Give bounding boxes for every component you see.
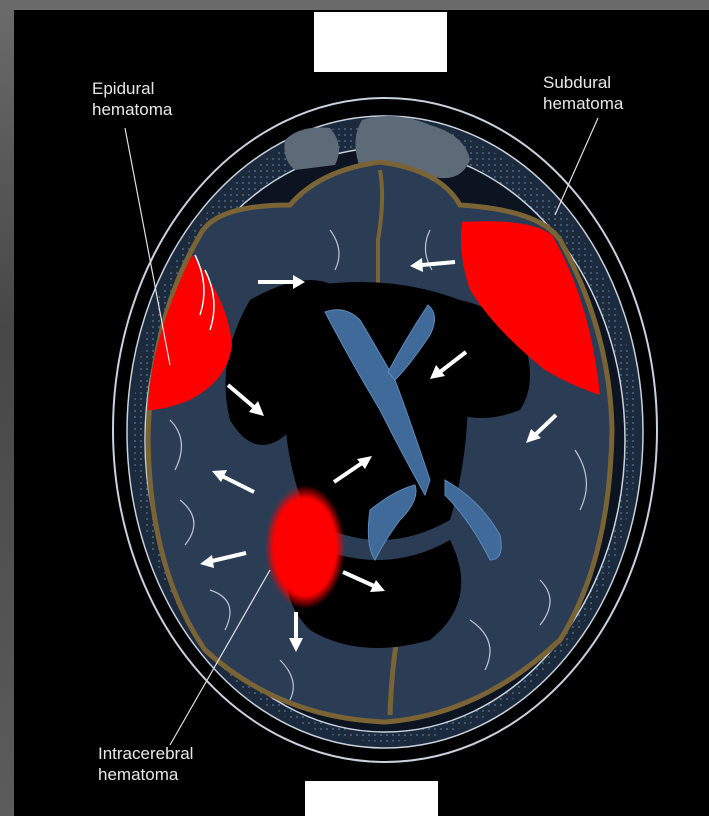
subdural-hematoma-label: Subdural hematoma: [543, 72, 623, 114]
intracerebral-hematoma: [265, 485, 345, 609]
bottom-white-box: [305, 781, 438, 816]
epidural-hematoma-label: Epidural hematoma: [92, 78, 172, 120]
top-white-box: [314, 12, 447, 72]
subdural-leader-line: [555, 118, 598, 215]
frontal-sinus: [284, 128, 339, 171]
intracerebral-hematoma-label: Intracerebral hematoma: [98, 743, 193, 785]
